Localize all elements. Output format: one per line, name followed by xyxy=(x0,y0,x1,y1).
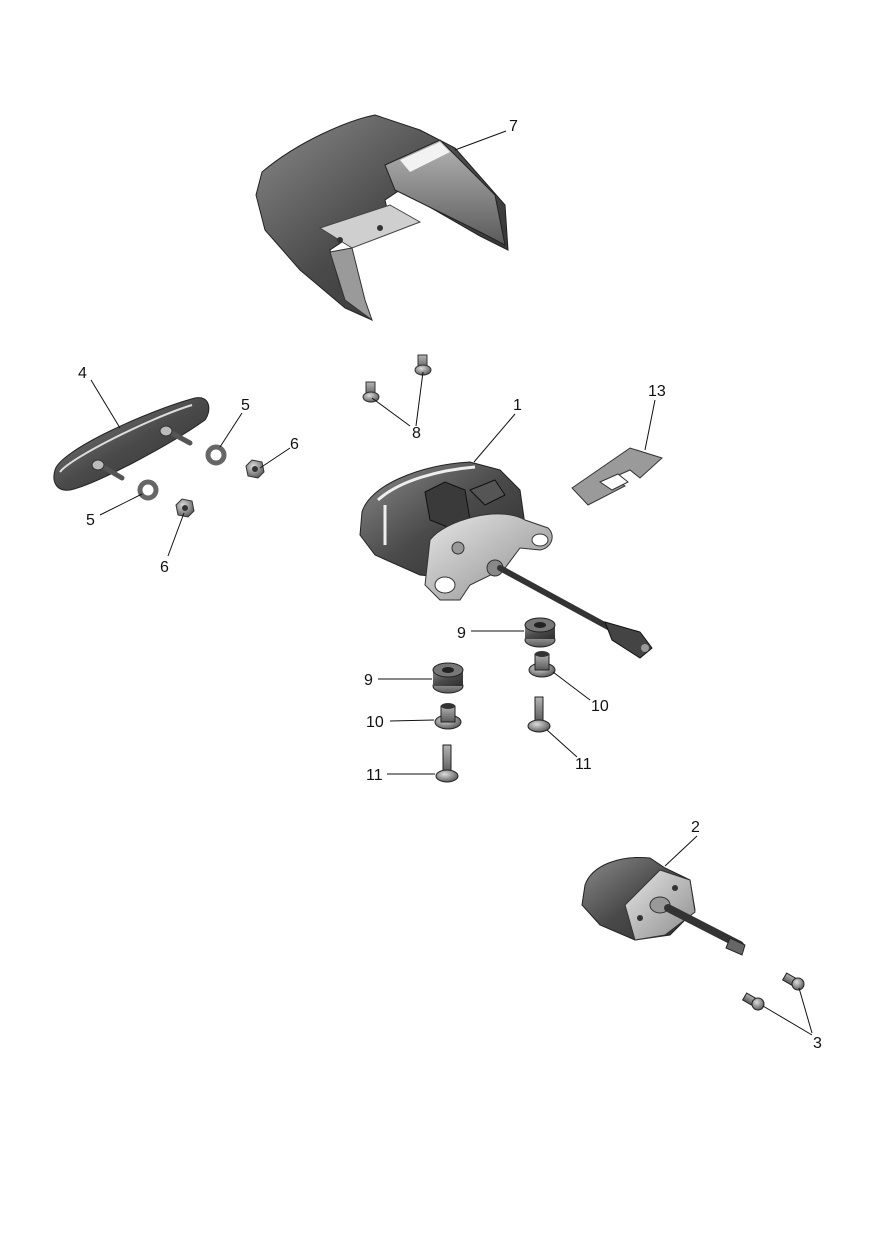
gasket-part xyxy=(571,447,663,506)
grommet-part xyxy=(524,617,556,648)
tail-lamp-part xyxy=(359,461,653,659)
callout-10: 10 xyxy=(591,698,609,715)
callout-11: 11 xyxy=(366,767,383,784)
callout-1: 1 xyxy=(513,397,522,414)
spacer-part xyxy=(434,703,462,730)
callout-9: 9 xyxy=(364,672,373,689)
callout-9: 9 xyxy=(457,625,466,642)
nut-part xyxy=(245,459,265,479)
plate-lamp-part xyxy=(581,856,746,956)
tail-cover-part xyxy=(255,114,509,322)
callout-13: 13 xyxy=(648,383,666,400)
bolt-part xyxy=(362,381,380,403)
callout-5: 5 xyxy=(86,512,95,529)
grommet-part xyxy=(432,662,464,694)
leader-lines xyxy=(90,130,813,1036)
screw-part xyxy=(527,696,551,733)
washer-part xyxy=(205,444,227,466)
callout-labels: 7 4 5 6 5 6 8 1 13 9 9 10 10 11 11 2 3 xyxy=(78,118,822,1052)
screw-part xyxy=(781,972,805,991)
callout-4: 4 xyxy=(78,365,87,382)
callout-7: 7 xyxy=(509,118,518,135)
callout-10: 10 xyxy=(366,714,384,731)
screw-part xyxy=(435,744,459,783)
screw-part xyxy=(741,992,765,1011)
callout-11: 11 xyxy=(575,756,592,773)
callout-3: 3 xyxy=(813,1035,822,1052)
bolt-part xyxy=(414,354,432,376)
callout-8: 8 xyxy=(412,425,421,442)
washer-part xyxy=(137,479,159,501)
callout-6: 6 xyxy=(160,559,169,576)
callout-2: 2 xyxy=(691,819,700,836)
callout-5: 5 xyxy=(241,397,250,414)
callout-6: 6 xyxy=(290,436,299,453)
reflector-plate-part xyxy=(53,397,210,491)
nut-part xyxy=(175,498,195,518)
spacer-part xyxy=(528,651,556,678)
